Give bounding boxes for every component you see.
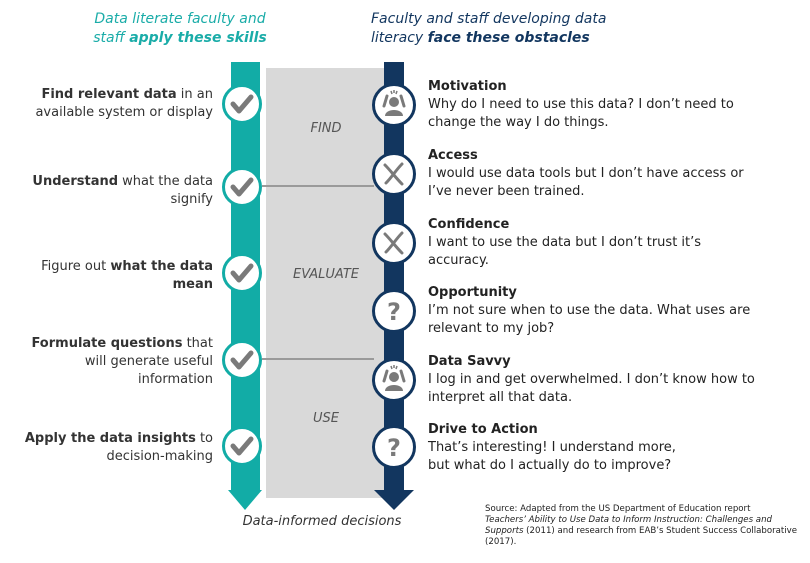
- source-rest: (2011) and research from EAB’s Student S…: [485, 526, 798, 547]
- obstacle-access: Access I would use data tools but I don’…: [428, 147, 758, 201]
- obstacle-title: Confidence: [428, 217, 510, 232]
- obstacle-title: Data Savvy: [428, 354, 511, 369]
- skills-arrow-head: [228, 490, 262, 510]
- obstacle-text: I would use data tools but I don’t have …: [428, 166, 744, 199]
- outcome-label: Data-informed decisions: [242, 514, 402, 529]
- left-column-header: Data literate faculty and staff apply th…: [60, 10, 300, 48]
- right-header-emphasis: face these obstacles: [427, 30, 590, 46]
- skill-bold: Understand: [32, 174, 119, 189]
- obstacle-opportunity: Opportunity I’m not sure when to use the…: [428, 284, 758, 338]
- obstacle-title: Access: [428, 148, 478, 163]
- obstacle-text: I want to use the data but I don’t trust…: [428, 235, 702, 268]
- obstacle-confidence: Confidence I want to use the data but I …: [428, 216, 758, 270]
- check-icon: [222, 340, 262, 380]
- process-band: [266, 68, 386, 498]
- obstacle-text: I’m not sure when to use the data. What …: [428, 303, 751, 336]
- obstacle-motivation: Motivation Why do I need to use this dat…: [428, 78, 758, 132]
- right-column-header: Faculty and staff developing data litera…: [371, 10, 671, 48]
- obstacle-text: I log in and get overwhelmed. I don’t kn…: [428, 372, 755, 405]
- obstacle-data-savvy: Data Savvy I log in and get overwhelmed.…: [428, 353, 758, 407]
- check-icon: [222, 426, 262, 466]
- frustrated-person-icon: [372, 83, 416, 127]
- skill-apply-insights: Apply the data insights to decision-maki…: [13, 430, 213, 466]
- check-icon: [222, 84, 262, 124]
- source-note: Source: Adapted from the US Department o…: [485, 504, 805, 548]
- skill-bold: what the data mean: [110, 259, 213, 292]
- skill-text: what the data signify: [118, 174, 213, 207]
- obstacle-title: Opportunity: [428, 285, 517, 300]
- skill-bold: Find relevant data: [41, 87, 177, 102]
- svg-text:?: ?: [387, 298, 401, 326]
- obstacles-arrow-head: [374, 490, 414, 510]
- skill-text: to decision-making: [106, 431, 213, 464]
- obstacle-drive-to-action: Drive to Action That’s interesting! I un…: [428, 421, 698, 475]
- skill-find-relevant-data: Find relevant data in an available syste…: [13, 86, 213, 122]
- left-header-line2: staff: [93, 30, 130, 46]
- skill-formulate-questions: Formulate questions that will generate u…: [13, 335, 213, 389]
- source-title: Teachers’ Ability to Use Data to Inform …: [485, 515, 772, 536]
- source-line: Source: Adapted from the US Department o…: [485, 504, 751, 514]
- frustrated-person-icon: [372, 358, 416, 402]
- phase-label-evaluate: EVALUATE: [293, 267, 359, 282]
- obstacle-text: That’s interesting! I understand more, b…: [428, 440, 676, 473]
- right-header-line2: literacy: [371, 30, 428, 46]
- x-mark-icon: [372, 152, 416, 196]
- obstacle-title: Motivation: [428, 79, 507, 94]
- check-icon: [222, 167, 262, 207]
- left-header-line1: Data literate faculty and: [94, 11, 266, 27]
- question-mark-icon: ?: [372, 289, 416, 333]
- x-mark-icon: [372, 221, 416, 265]
- phase-label-find: FIND: [310, 121, 342, 136]
- obstacle-text: Why do I need to use this data? I don’t …: [428, 97, 734, 130]
- right-header-line1: Faculty and staff developing data: [371, 11, 607, 27]
- skill-text: in an available system or display: [35, 87, 213, 120]
- question-mark-icon: ?: [372, 425, 416, 469]
- skill-text: Figure out: [41, 259, 111, 274]
- phase-label-use: USE: [313, 411, 339, 426]
- connector-line: [262, 185, 374, 187]
- skill-bold: Apply the data insights: [24, 431, 196, 446]
- connector-line: [262, 358, 374, 360]
- skill-text: that will generate useful information: [84, 336, 213, 387]
- check-icon: [222, 253, 262, 293]
- svg-text:?: ?: [387, 434, 401, 462]
- left-header-emphasis: apply these skills: [129, 30, 267, 46]
- skill-understand: Understand what the data signify: [13, 173, 213, 209]
- skill-bold: Formulate questions: [31, 336, 183, 351]
- obstacle-title: Drive to Action: [428, 422, 538, 437]
- skill-figure-out: Figure out what the data mean: [13, 258, 213, 294]
